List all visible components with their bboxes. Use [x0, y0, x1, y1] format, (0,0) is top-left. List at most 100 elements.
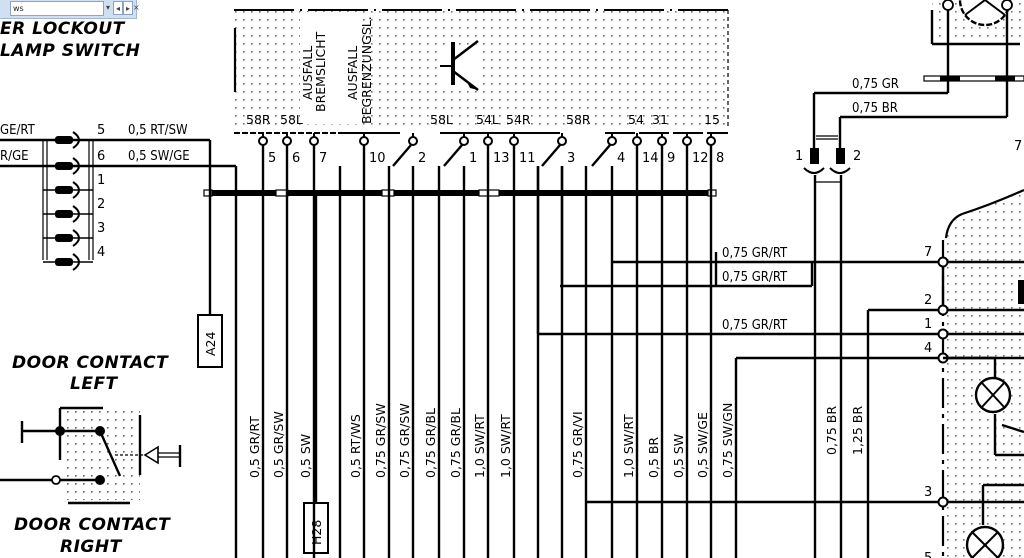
pin-number: 14: [642, 151, 659, 166]
pin-number: 5: [268, 151, 276, 166]
lockout-switch-title-line1: ER LOCKOUT: [0, 19, 126, 39]
module-pin: 3: [541, 133, 575, 167]
pin-number: 1: [469, 151, 477, 166]
wire-label: 0,5 SW/GE: [695, 412, 710, 478]
connector-pin: 7: [924, 245, 949, 268]
component-h28[interactable]: H28: [303, 196, 329, 554]
wire-label: 0,75 GR/SW: [397, 403, 412, 478]
pin-number: 7: [319, 151, 327, 166]
terminal-label: 58R: [246, 112, 271, 127]
wire-label: 0,75 GR/RT: [722, 318, 788, 333]
wire-label: 0,75 GR/BL: [423, 408, 438, 478]
wire-label: 1,0 SW/RT: [472, 414, 487, 478]
module-pin: 2: [392, 133, 426, 167]
module-label-fail-brake-a: AUSFALL: [300, 46, 315, 100]
module-pin: 13: [483, 133, 510, 166]
pin-number: 11: [519, 151, 536, 166]
find-previous-button[interactable]: ◂: [113, 1, 123, 15]
pin-number: 4: [924, 341, 932, 356]
pin-number: 1: [924, 317, 932, 332]
wire-label: 0,75 GR/RT: [722, 270, 788, 285]
pin-number: 1: [97, 173, 105, 188]
wire-label: 0,75 BR: [852, 101, 898, 116]
pin-number: 6: [292, 151, 300, 166]
wire-label: 0,5 SW: [671, 434, 686, 478]
wire-label: 0,5 SW/GE: [128, 149, 190, 164]
pin-number: 3: [567, 151, 575, 166]
search-input[interactable]: [10, 1, 104, 16]
terminal-label: 54L: [476, 112, 499, 127]
pin-number: 9: [667, 151, 675, 166]
door-contact-right-title-line1: DOOR CONTACT: [14, 515, 171, 535]
terminal-label: 58L: [280, 112, 303, 127]
pin-number: 4: [97, 245, 105, 260]
arrow-right-icon: ▸: [125, 4, 130, 13]
module-pin: 12: [682, 133, 709, 166]
wire-label: 1,25 BR: [850, 406, 865, 455]
module-label-fail-brake-b: BREMSLICHT: [313, 31, 328, 112]
connector-pin: 3: [924, 485, 949, 508]
module-label-fail-limit-b: BEGRENZUNGSL.: [359, 16, 374, 124]
pin-number: 10: [369, 151, 386, 166]
door-contact-switch: [0, 406, 182, 505]
module-label-fail-limit-a: AUSFALL: [345, 46, 360, 100]
wire-label: 0,75 SW/GN: [720, 403, 735, 478]
module-pin: 11: [509, 133, 536, 166]
module-pin: 5: [258, 133, 276, 166]
module-pin: 1: [443, 133, 477, 167]
wire-label: 0,75 GR: [852, 77, 899, 92]
transistor-icon: [438, 40, 479, 91]
edge-label: 7: [1014, 139, 1022, 154]
component-a24[interactable]: A24: [197, 314, 223, 368]
door-contact-left-title-line2: LEFT: [70, 374, 119, 394]
module-pin: 4: [591, 133, 625, 167]
arrow-left-icon: ◂: [115, 4, 120, 13]
connector-plug-icon: [43, 229, 93, 247]
chevron-down-icon: ▾: [105, 3, 110, 12]
wire-label: 0,75 GR/BL: [448, 408, 463, 478]
connector-plug-icon: [43, 131, 93, 149]
module-pin: 14: [632, 133, 659, 166]
wire-label: 1,0 SW/RT: [621, 414, 636, 478]
search-history-dropdown[interactable]: ▾: [103, 1, 113, 15]
pin-number: 4: [617, 151, 625, 166]
lockout-switch-connector: GE/RT R/GE 0,5 RT/SW 0,5 SW/GE 5 6 1 2 3…: [0, 123, 238, 558]
terminal-label: 58L: [430, 112, 453, 127]
lockout-switch-title-line2: LAMP SWITCH: [0, 41, 140, 61]
connector-pin: 2: [924, 293, 949, 316]
find-next-button[interactable]: ▸: [123, 1, 133, 15]
module-pin: 10: [359, 133, 386, 166]
connector-pin: 1: [924, 317, 949, 340]
wire-label: 0,75 GR/SW: [373, 403, 388, 478]
pin-number: 3: [97, 221, 105, 236]
pin-number: 5: [924, 551, 932, 558]
wire-label: 0,5 GR/RT: [247, 416, 262, 478]
pin-number: 13: [493, 151, 510, 166]
terminal-label: 58R: [566, 112, 591, 127]
pin-number: 7: [924, 245, 932, 260]
module-pin: 6: [282, 133, 300, 166]
module-pin: 7: [309, 133, 327, 166]
search-toolbar: ▾ ◂ ▸ ×: [0, 0, 140, 19]
wire-label: 0,5 GR/SW: [271, 411, 286, 478]
wire-label: 0,5 RT/SW: [128, 123, 188, 138]
terminal-label: 54R: [506, 112, 531, 127]
close-search-button[interactable]: ×: [133, 1, 140, 15]
pin-number: 8: [716, 151, 724, 166]
wire-label: 1,0 SW/RT: [498, 414, 513, 478]
pin-number: 2: [924, 293, 932, 308]
wire-label: GE/RT: [0, 123, 36, 138]
close-icon: ×: [133, 3, 140, 12]
module-pin: 9: [657, 133, 675, 166]
connector-plug-icon: [43, 181, 93, 199]
wire-label: 0,5 SW: [298, 434, 313, 478]
terminal-label: 31: [652, 112, 668, 127]
wire-label: 0,75 BR: [824, 406, 839, 455]
door-contact-left-title-line1: DOOR CONTACT: [12, 353, 169, 373]
pin-number: 2: [418, 151, 426, 166]
wire-label: 0,75 GR/VI: [570, 411, 585, 478]
component-a24-label: A24: [203, 331, 218, 356]
